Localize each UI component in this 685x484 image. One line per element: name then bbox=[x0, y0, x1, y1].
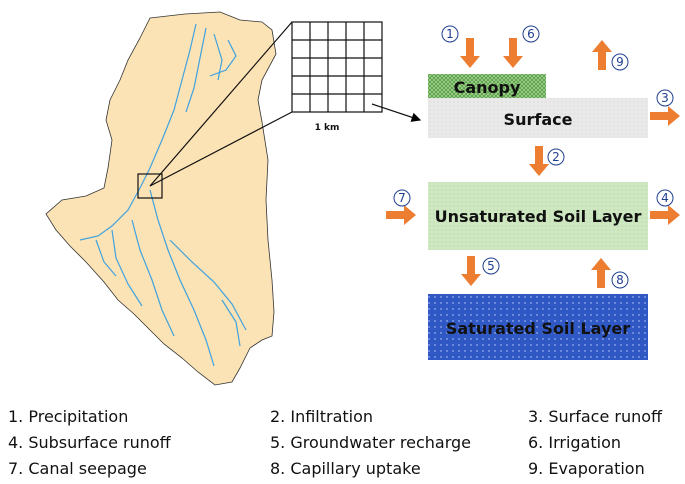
arrow-groundwater-recharge bbox=[461, 256, 481, 286]
unsaturated-label: Unsaturated Soil Layer bbox=[435, 207, 642, 226]
marker-6: 6 bbox=[527, 27, 535, 41]
arrow-precipitation bbox=[460, 38, 480, 68]
arrow-evaporation bbox=[592, 40, 612, 70]
zoomed-grid bbox=[291, 21, 383, 113]
canopy-label: Canopy bbox=[454, 78, 521, 97]
marker-4: 4 bbox=[661, 191, 669, 205]
arrow-capillary-uptake bbox=[591, 258, 611, 288]
legend-item-surface-runoff: 3. Surface runoff bbox=[528, 407, 663, 426]
saturated-box bbox=[428, 294, 648, 360]
legend-item-precipitation: 1. Precipitation bbox=[8, 407, 129, 426]
marker-5: 5 bbox=[487, 259, 495, 273]
surface-box bbox=[428, 98, 648, 138]
marker-1: 1 bbox=[446, 27, 454, 41]
legend-item-groundwater-recharge: 5. Groundwater recharge bbox=[270, 433, 471, 452]
legend-item-infiltration: 2. Infiltration bbox=[270, 407, 374, 426]
arrow-infiltration bbox=[529, 146, 549, 176]
marker-9: 9 bbox=[616, 55, 624, 69]
unsaturated-box bbox=[428, 182, 648, 250]
marker-7: 7 bbox=[398, 191, 406, 205]
marker-3: 3 bbox=[661, 91, 669, 105]
legend-item-canal-seepage: 7. Canal seepage bbox=[8, 459, 147, 478]
arrow-subsurface-runoff bbox=[650, 205, 680, 225]
legend-item-capillary-uptake: 8. Capillary uptake bbox=[270, 459, 421, 478]
river-network bbox=[79, 23, 247, 367]
legend-item-subsurface-runoff: 4. Subsurface runoff bbox=[8, 433, 171, 452]
marker-8: 8 bbox=[616, 273, 624, 287]
scale-label: 1 km bbox=[315, 123, 340, 133]
surface-label: Surface bbox=[504, 110, 573, 129]
arrow-canal-seepage bbox=[386, 205, 416, 225]
canopy-box bbox=[428, 74, 546, 98]
saturated-label: Saturated Soil Layer bbox=[446, 319, 630, 338]
legend-item-evaporation: 9. Evaporation bbox=[528, 459, 645, 478]
grid-cell-marker bbox=[137, 173, 163, 199]
arrow-irrigation bbox=[503, 38, 523, 68]
marker-2: 2 bbox=[552, 150, 560, 164]
legend-item-irrigation: 6. Irrigation bbox=[528, 433, 621, 452]
arrow-surface-runoff bbox=[650, 106, 680, 126]
